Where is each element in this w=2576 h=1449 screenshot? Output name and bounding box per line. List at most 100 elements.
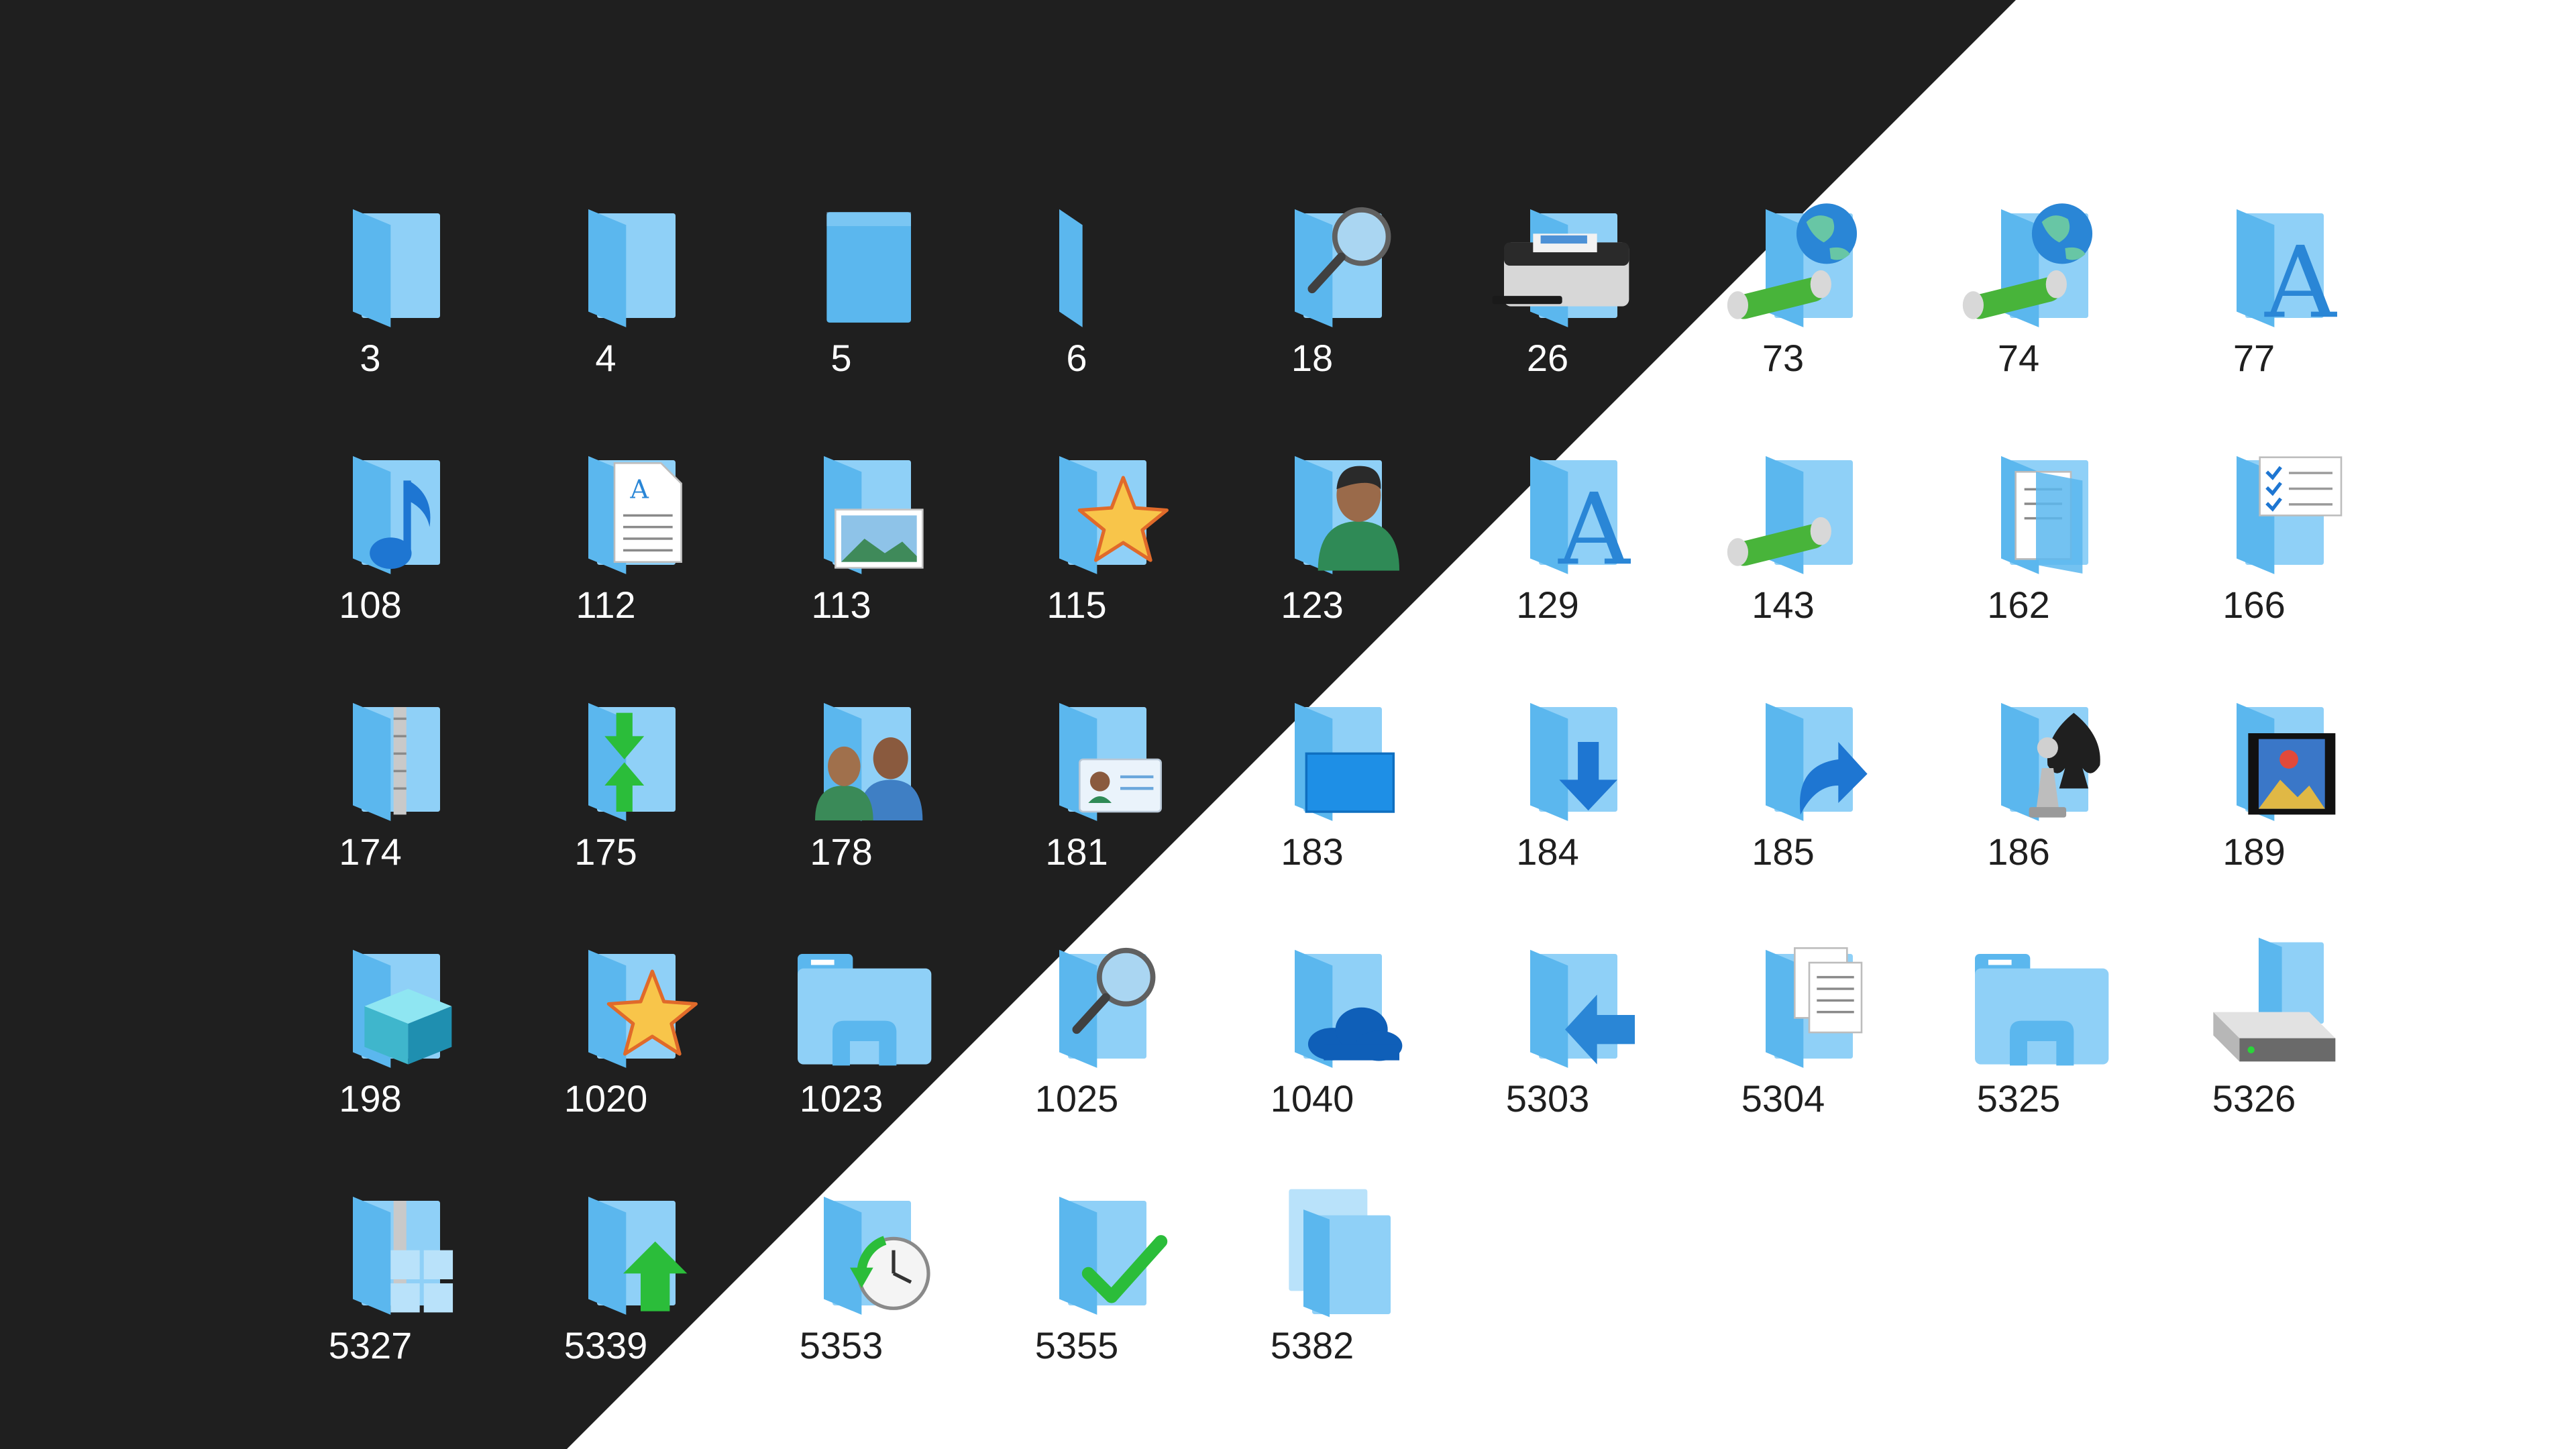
icon-label: 5327: [328, 1324, 413, 1366]
svg-text:A: A: [2264, 225, 2337, 340]
icon-label: 73: [1762, 337, 1805, 379]
icon-label: 3: [360, 337, 381, 379]
folder-pictures-icon: [824, 455, 924, 574]
icon-label: 185: [1752, 830, 1815, 873]
folder-sync-icon: [588, 702, 676, 821]
icon-tile[interactable]: 115: [989, 408, 1169, 629]
icon-tile[interactable]: 73: [1696, 161, 1870, 382]
icon-label: 174: [339, 830, 402, 873]
icon-tile[interactable]: 185: [1696, 655, 1870, 876]
icon-tile[interactable]: 184: [1460, 655, 1635, 876]
icon-label: 5303: [1505, 1077, 1590, 1120]
icon-tile[interactable]: 178: [754, 655, 928, 876]
folder-onedrive-icon: [1295, 949, 1403, 1068]
icon-tile[interactable]: 1040: [1225, 902, 1403, 1123]
folder-tasks-icon: [2237, 455, 2343, 574]
folder-back-arrow-icon: [1530, 949, 1635, 1068]
icon-label: 175: [574, 830, 637, 873]
icon-tile[interactable]: 186: [1931, 655, 2106, 876]
icon-tile[interactable]: A 112: [519, 408, 693, 629]
icon-label: 18: [1291, 337, 1334, 379]
icon-tile[interactable]: 5303: [1460, 902, 1635, 1123]
folder-search-icon: [1059, 947, 1156, 1068]
folder-closed-icon: [826, 212, 911, 323]
icon-tile[interactable]: 189: [2167, 655, 2341, 876]
icon-label: 5: [830, 337, 852, 379]
icon-tile[interactable]: 1023: [754, 902, 932, 1123]
svg-text:A: A: [629, 474, 649, 504]
folder-user-icon: [1295, 455, 1399, 574]
folder-pages-icon: [1766, 947, 1863, 1068]
icon-tile[interactable]: 166: [2167, 408, 2343, 629]
icon-tile[interactable]: 143: [1696, 408, 1870, 629]
folder-open-documents-icon: [2001, 455, 2088, 574]
icon-tile[interactable]: 162: [1931, 408, 2106, 629]
folder-documents-icon: A: [588, 455, 682, 574]
icon-label: 74: [1997, 337, 2040, 379]
folder-copy-icon: [1289, 1189, 1391, 1318]
icon-label: 129: [1516, 584, 1579, 626]
file-explorer-icon: [1975, 954, 2109, 1066]
icon-tile[interactable]: 5327: [283, 1148, 458, 1370]
folder-contacts-icon: [1059, 702, 1162, 821]
folder-icon: [588, 209, 676, 327]
icon-tile[interactable]: 123: [1225, 408, 1399, 629]
icon-label: 1023: [799, 1077, 883, 1120]
icon-label: 1025: [1034, 1077, 1119, 1120]
icon-tile[interactable]: 5339: [519, 1148, 693, 1370]
icon-tile[interactable]: 108: [283, 408, 458, 629]
icon-label: 1040: [1270, 1077, 1354, 1120]
dark-background: [0, 0, 2016, 1449]
folder-icon: [353, 209, 440, 327]
folder-3d-objects-icon: [353, 949, 452, 1068]
icon-tile[interactable]: 1020: [519, 902, 698, 1123]
icon-tile[interactable]: 5355: [989, 1148, 1168, 1370]
icon-tile[interactable]: 18: [1225, 161, 1399, 382]
icon-label: 5304: [1741, 1077, 1825, 1120]
icon-tile[interactable]: 26: [1460, 161, 1635, 382]
icon-tile[interactable]: 74: [1931, 161, 2106, 382]
icon-tile[interactable]: 174: [283, 655, 458, 876]
icon-label: 198: [339, 1077, 402, 1120]
folder-zip-apps-icon: [353, 1196, 453, 1315]
icon-label: 108: [339, 584, 402, 626]
icon-label: 5339: [564, 1324, 648, 1366]
icon-tile[interactable]: 5325: [1931, 902, 2109, 1123]
folder-music-icon: [353, 455, 440, 574]
icon-tile[interactable]: 5: [754, 161, 928, 382]
icon-label: 5325: [1976, 1077, 2061, 1120]
icon-tile[interactable]: 3: [283, 161, 458, 382]
icon-tile[interactable]: 4: [519, 161, 693, 382]
folder-search-icon: [1295, 207, 1391, 327]
icon-tile[interactable]: 1025: [989, 902, 1164, 1123]
icon-tile[interactable]: 5326: [2167, 902, 2341, 1123]
icon-tile[interactable]: 183: [1225, 655, 1399, 876]
icon-label: 26: [1526, 337, 1569, 379]
icon-tile[interactable]: 181: [989, 655, 1164, 876]
icon-tile[interactable]: 5382: [1225, 1148, 1399, 1370]
icon-label: 143: [1752, 584, 1815, 626]
icon-label: 123: [1281, 584, 1344, 626]
icon-label: 6: [1066, 337, 1087, 379]
folder-favorites-icon: [588, 949, 698, 1068]
icon-label: 112: [576, 584, 636, 626]
folder-downloads-icon: [1530, 702, 1617, 821]
icon-tile[interactable]: 5304: [1696, 902, 1870, 1123]
icon-label: 5382: [1270, 1324, 1354, 1366]
icon-tile[interactable]: 175: [519, 655, 693, 876]
icon-tile[interactable]: 113: [754, 408, 928, 629]
icon-label: 166: [2222, 584, 2286, 626]
icon-label: 181: [1045, 830, 1108, 873]
icon-tile[interactable]: 198: [283, 902, 458, 1123]
icon-tile[interactable]: 6: [989, 161, 1164, 382]
folder-shortcut-icon: [1766, 702, 1868, 821]
icon-label: 5353: [799, 1324, 883, 1366]
icon-label: 189: [2222, 830, 2286, 873]
folder-games-icon: [2001, 702, 2100, 821]
icon-label: 178: [810, 830, 873, 873]
folder-history-icon: [824, 1196, 930, 1315]
icon-tile[interactable]: 5353: [754, 1148, 930, 1370]
